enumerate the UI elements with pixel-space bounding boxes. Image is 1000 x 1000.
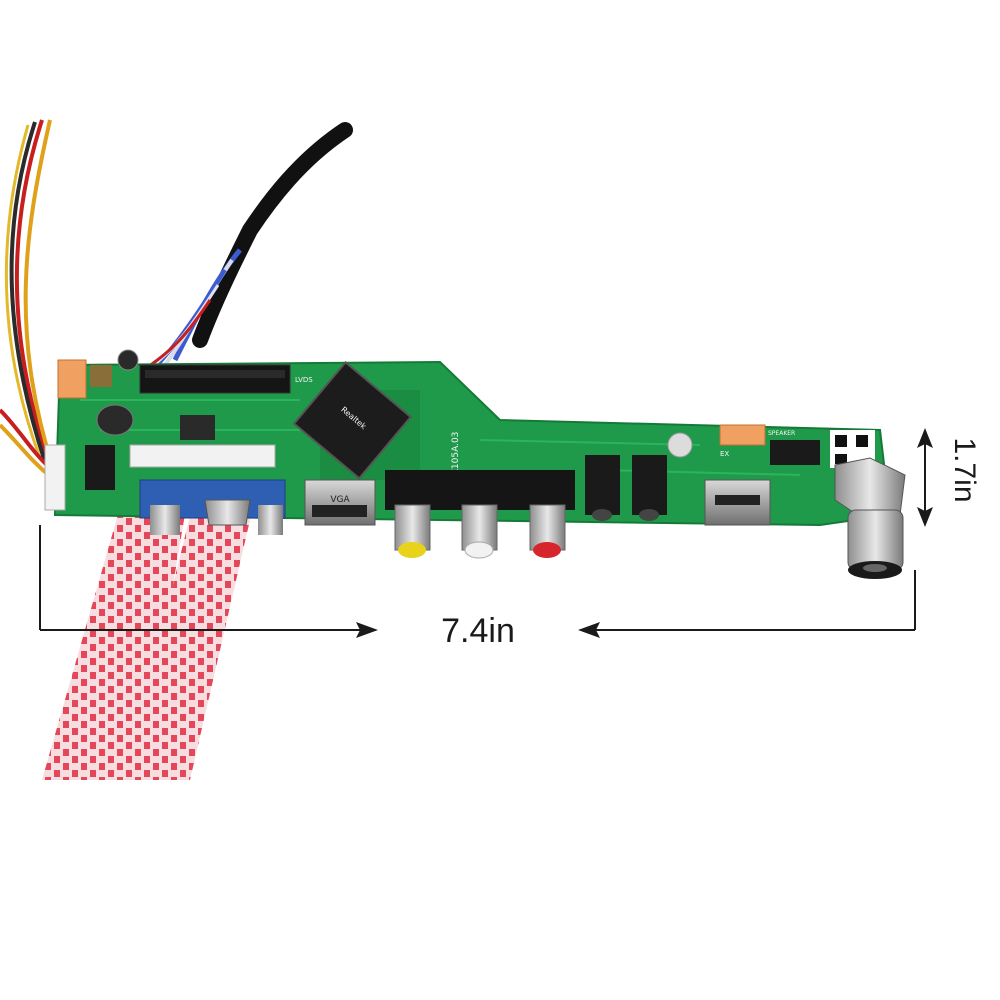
usb-silk-label: EX: [720, 450, 729, 458]
components: [57, 349, 875, 490]
hdmi-silk-label: VGA: [330, 495, 350, 505]
rca-yellow-jack: [394, 504, 431, 558]
usb-port: EX: [704, 450, 771, 526]
lvds-label: LVDS: [295, 376, 313, 384]
model-code: K105A.03: [451, 432, 461, 475]
rca-red-jack: [529, 504, 566, 558]
main-chip: Realtek: [292, 360, 413, 480]
lvds-connector: LVDS: [139, 364, 313, 394]
height-label: 1.7in: [948, 437, 981, 502]
speaker-silk-label: SPEAKER: [768, 430, 795, 437]
height-dimension: 1.7in: [917, 428, 981, 527]
rf-tuner-connector: [834, 457, 906, 579]
vga-port: [139, 479, 286, 535]
width-label: 7.4in: [441, 612, 515, 650]
power-wires: [0, 119, 54, 480]
ribbon-header: [44, 444, 276, 511]
audio-jack-2: [632, 455, 667, 521]
hdmi-port: VGA: [304, 479, 376, 526]
av-housing: [385, 470, 575, 510]
audio-jack-1: [585, 455, 620, 521]
ribbon-cables: [42, 455, 265, 780]
lvds-cable: [139, 122, 353, 374]
width-dimension: 7.4in: [39, 525, 916, 650]
rca-white-jack: [461, 504, 498, 559]
